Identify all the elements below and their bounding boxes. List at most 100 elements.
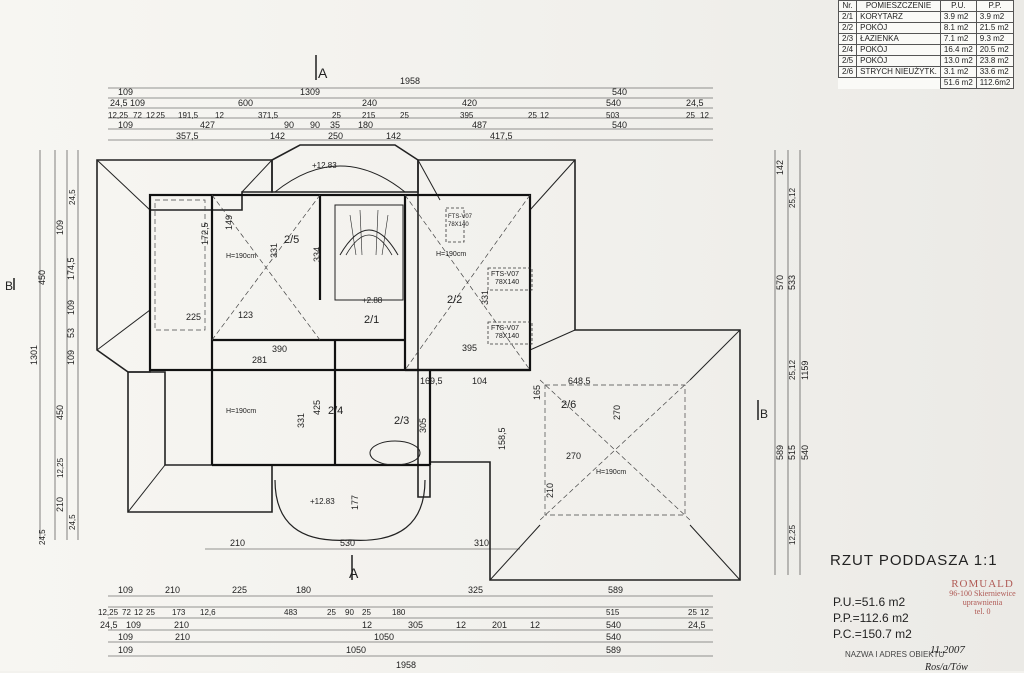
room-pp: 23.8 m2 [975,55,1015,67]
dim-left-12: 24,5 [38,529,47,545]
table-row: 2/4 POKÓJ 16.4 m2 20.5 m2 [837,44,1015,56]
dim-top-r3-6: 24,5 [686,98,704,108]
dim-left-10: 12,25 [56,457,65,478]
dim-bot-r3-3: 12 [362,620,372,630]
dim-int-15: 270 [612,405,622,420]
dim-bot-r2-12: 25 [688,608,697,617]
dim-top-r4-5: 12 [215,111,224,120]
dim-right-8: 540 [800,445,810,460]
stamp-line-1: 96-100 Skierniewice [949,589,1016,598]
dim-left-7: 24,5 [68,514,77,530]
dim-bot-r2-13: 12 [700,608,709,617]
room-label-2-1: 2/1 [364,314,379,326]
dim-bot-r1-2: 225 [232,585,247,595]
dim-int-3: 334 [312,247,322,262]
section-mark-a-top: A [318,65,328,81]
dim-overall-top: 1958 [400,76,420,86]
dim-bot-r1-0: 109 [118,585,133,595]
room-schedule-table: Nr. POMIESZCZENIE P.U. P.P. 2/1 KORYTARZ… [837,0,1015,89]
dim-top-r5-7: 540 [612,120,627,130]
dim-top-r4-1: 72 [133,111,142,120]
dim-bot-r2-3: 25 [146,608,155,617]
room-name: STRYCH NIEUŻYTK. [856,66,941,78]
room-number: 2/6 [837,66,858,78]
dim-bot-r3-2: 210 [174,620,189,630]
dim-bot-r3-7: 12 [530,620,540,630]
room-table-header-nr: Nr. [837,0,858,12]
dim-top-r5-6: 487 [472,120,487,130]
dim-right-0: 142 [775,160,785,175]
dim-bot-r3-9: 24,5 [688,620,706,630]
dim-top-r5-5: 180 [358,120,373,130]
dim-top-r3-4: 420 [462,98,477,108]
room-pp: 21.5 m2 [975,22,1015,34]
dim-int-18: 158,5 [497,427,507,450]
room-number: 2/1 [837,11,858,23]
dim-top-r5-2: 90 [284,120,294,130]
room-table-header-pu: P.U. [939,0,977,12]
dim-top-r6-3: 142 [386,131,401,141]
window-label-1: FTS-V07 [491,271,519,278]
dim-bot-r3-8: 540 [606,620,621,630]
room-pp: 33.6 m2 [975,66,1015,78]
dim-below-1: 530 [340,538,355,548]
dim-top-r6-2: 250 [328,131,343,141]
blank-cell [857,78,941,89]
bay-window-bottom [274,479,426,541]
dim-bot-r2-5: 12,6 [200,608,216,617]
dim-top-r4-6: 371,5 [258,111,279,120]
room-table-header-room: POMIESZCZENIE [856,0,941,12]
room-number: 2/5 [837,55,858,67]
windows [445,207,533,345]
dim-top-r3-3: 240 [362,98,377,108]
room-name: POKÓJ [856,44,941,56]
dim-right-6: 589 [775,445,785,460]
interior-dimensions: 149 172,5 331 334 390 281 123 225 425 33… [186,215,622,510]
dim-right-1: 25,12 [788,187,797,208]
dim-bot-r3-1: 109 [126,620,141,630]
room-pp: 3.9 m2 [975,11,1015,23]
dim-top-r4-3: 25 [156,111,165,120]
dim-int-7: 225 [186,312,201,322]
dim-below-2: 310 [474,538,489,548]
area-summary: P.U.=51.6 m2 P.P.=112.6 m2 P.C.=150.7 m2 [833,594,912,642]
window-label-2: FTS-V07 [491,325,519,332]
dim-top-r4-0: 12,25 [108,111,129,120]
dim-left-9: 450 [55,405,65,420]
total-pu: 51.6 m2 [939,77,977,89]
total-pp: 112.6m2 [975,77,1015,89]
dim-int-14: 648,5 [568,376,591,386]
dim-top-r4-10: 395 [460,111,474,120]
dim-top-r5-3: 90 [310,120,320,130]
dim-top-r6-1: 142 [270,131,285,141]
bathtub [369,440,421,466]
handwritten-date: 11.2007 [930,644,965,656]
area-pu: P.U.=51.6 m2 [833,595,906,609]
level-mark-3: +2.88 [362,296,383,305]
bay-window-top [274,165,406,193]
dim-bot-r2-6: 483 [284,608,298,617]
dim-bot-r3-6: 201 [492,620,507,630]
floor-plan: A A B B 2/5 2/2 2/1 2/4 2/3 2/6 FTS-V07 … [5,55,810,670]
dim-bot-r3-0: 24,5 [100,620,118,630]
dim-right-3: 570 [775,275,785,290]
level-mark-1: +12.83 [312,161,337,170]
dim-right-9: 12,25 [788,524,797,545]
dim-top-r3-1: 109 [130,98,145,108]
room-name: POKÓJ [856,55,941,67]
dim-top-r4-14: 25 [686,111,695,120]
dim-int-21: 210 [545,483,555,498]
area-pc: P.C.=150.7 m2 [833,627,912,641]
dim-top-r4-8: 215 [362,111,376,120]
dim-bot-r2-2: 12 [134,608,143,617]
dim-int-20: 177 [350,495,360,510]
window-size-3: 78X140 [448,222,469,228]
room-pu: 13.0 m2 [939,55,977,67]
window-label-3: FTS-V07 [448,214,473,220]
dim-left-6: 109 [66,350,76,365]
room-pu: 3.1 m2 [939,66,977,78]
room-name: ŁAZIENKA [856,33,941,45]
room-number: 2/2 [837,22,858,34]
dim-bot-r4-3: 540 [606,632,621,642]
dim-left-3: 174,5 [66,257,76,280]
